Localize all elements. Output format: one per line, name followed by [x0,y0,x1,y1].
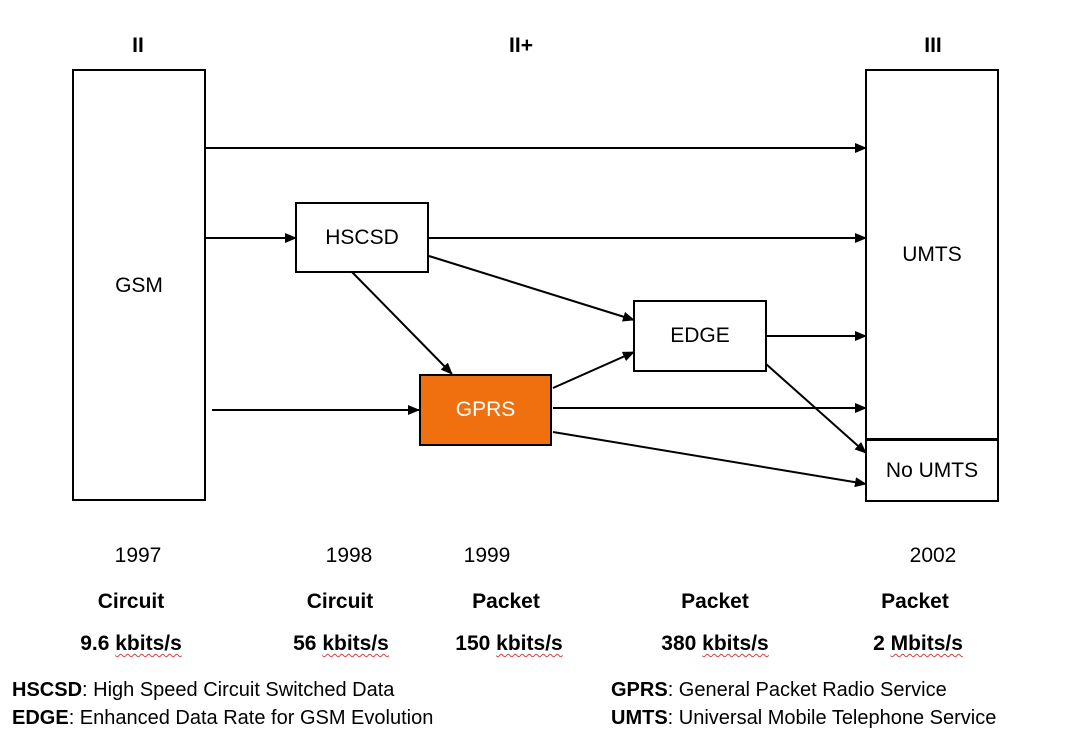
edge-box: EDGE [633,300,767,372]
rate-unit: kbits/s [496,632,563,655]
legend-desc: : Universal Mobile Telephone Service [667,707,997,729]
year-2002: 2002 [909,544,957,567]
legend-edge: EDGE: Enhanced Data Rate for GSM Evoluti… [12,707,433,730]
generation-label-iii: III [924,34,942,57]
arrow-gprs-edge [552,351,635,389]
rate-hscsd: 56 kbits/s [293,632,389,656]
legend-umts: UMTS: Universal Mobile Telephone Service [611,707,996,730]
hscsd-label: HSCSD [325,225,399,249]
legend-abbr: EDGE [12,707,69,729]
legend-desc: : General Packet Radio Service [667,679,947,701]
rate-value: 380 [661,632,697,655]
legend-abbr: UMTS [611,707,668,729]
rate-gsm: 9.6 kbits/s [80,632,182,656]
mode-hscsd: Circuit [306,590,374,613]
no-umts-box: No UMTS [865,438,999,502]
arrow-edge-no-umts [765,363,867,454]
rate-unit: kbits/s [115,632,182,655]
legend-hscsd: HSCSD: High Speed Circuit Switched Data [12,679,394,702]
arrow-hscsd-gprs [351,271,453,375]
mode-umts: Packet [881,590,949,613]
gsm-box: GSM [72,69,206,501]
legend-gprs: GPRS: General Packet Radio Service [611,679,947,702]
rate-gprs: 150 kbits/s [455,632,562,656]
generation-label-ii-plus: II+ [509,34,533,57]
legend-desc: : High Speed Circuit Switched Data [82,679,395,701]
generation-label-ii: II [132,34,144,57]
mode-gprs: Packet [472,590,540,613]
mode-edge: Packet [681,590,749,613]
rate-edge: 380 kbits/s [661,632,768,656]
umts-box: UMTS [865,69,999,440]
mode-gsm: Circuit [97,590,165,613]
rate-value: 150 [455,632,491,655]
rate-value: 2 [873,632,885,655]
rate-umts: 2 Mbits/s [873,632,963,656]
arrow-gprs-no-umts [552,431,867,488]
rate-value: 9.6 [80,632,110,655]
gprs-label: GPRS [455,398,516,421]
edge-label: EDGE [670,324,730,347]
gprs-box: GPRS [419,374,552,446]
legend-desc: : Enhanced Data Rate for GSM Evolution [68,707,434,729]
year-1998: 1998 [325,544,373,567]
umts-label: UMTS [902,243,962,266]
rate-unit: Mbits/s [890,632,963,655]
gsm-label: GSM [115,274,163,297]
legend-abbr: HSCSD [12,679,83,701]
arrow-hscsd-edge [428,255,635,322]
rate-unit: kbits/s [702,632,769,655]
legend-abbr: GPRS [611,679,668,701]
no-umts-label: No UMTS [885,458,979,482]
rate-unit: kbits/s [322,632,389,655]
rate-value: 56 [293,632,317,655]
year-1997: 1997 [114,544,162,567]
hscsd-box: HSCSD [295,202,429,273]
year-1999: 1999 [463,544,511,567]
